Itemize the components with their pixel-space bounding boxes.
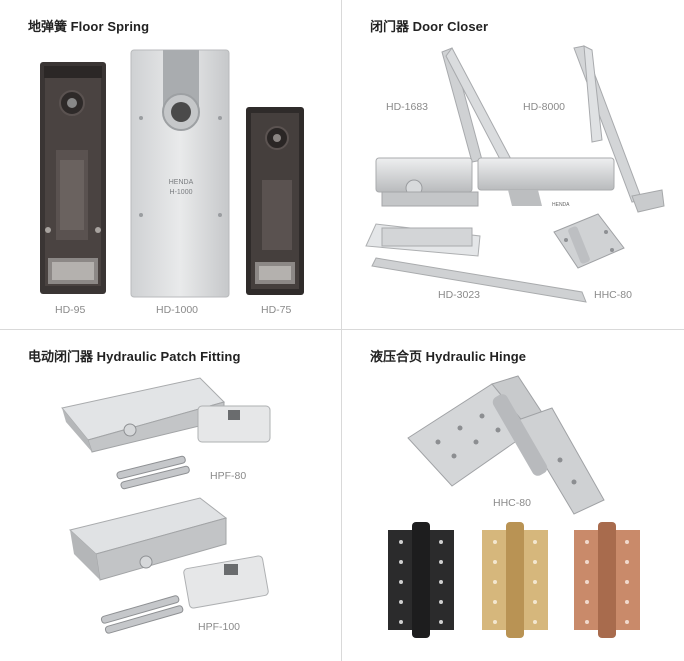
hd1683-image: HENDA <box>375 47 523 207</box>
hd95-image <box>40 62 106 294</box>
door-closer-title: 闭门器 Door Closer <box>370 16 488 35</box>
door-closer-panel: 闭门器 Door Closer HENDA <box>342 0 684 330</box>
hd3023-image <box>365 223 587 303</box>
hpf80-image <box>61 377 271 490</box>
floor-spring-title-cn: 地弹簧 <box>28 20 68 35</box>
floor-spring-title-en: Floor Spring <box>70 19 150 34</box>
patch-fitting-illustration <box>61 377 271 634</box>
door-closer-title-cn: 闭门器 <box>370 20 410 35</box>
door-closer-illustration: HENDA HENDA <box>365 45 665 303</box>
hd75-image <box>246 107 304 295</box>
floor-spring-panel: 地弹簧 Floor Spring <box>0 0 342 330</box>
hinge-rose-gold-image <box>574 522 640 638</box>
hhc80-small-image <box>553 213 625 269</box>
hinge-black-image <box>388 522 454 638</box>
hd8000-image: HENDA <box>477 45 665 213</box>
door-closer-title-en: Door Closer <box>412 19 489 34</box>
floor-spring-title: 地弹簧 Floor Spring <box>28 16 149 35</box>
hd1683-label: HD-1683 <box>386 101 429 113</box>
hydraulic-hinge-title-cn: 液压合页 <box>370 350 423 365</box>
patch-fitting-panel: 电动闭门器 Hydraulic Patch Fitting <box>0 330 342 661</box>
hd8000-brand-text: HENDA <box>552 202 570 208</box>
hydraulic-hinge-title-en: Hydraulic Hinge <box>425 349 527 364</box>
hd1000-image: HENDA H-1000 <box>130 49 230 298</box>
patch-fitting-title-en: Hydraulic Patch Fitting <box>96 349 241 364</box>
hhc80-door-closer-label: HHC-80 <box>594 289 632 301</box>
patch-fitting-title-cn: 电动闭门器 <box>28 350 94 365</box>
hpf100-label: HPF-100 <box>198 621 241 633</box>
hd8000-label: HD-8000 <box>523 101 566 113</box>
hd3023-label: HD-3023 <box>438 289 481 301</box>
hydraulic-hinge-title: 液压合页 Hydraulic Hinge <box>370 346 526 365</box>
hd1000-brand-text: HENDA <box>169 179 194 186</box>
hinge-gold-image <box>482 522 548 638</box>
hhc80-large-image <box>407 375 605 515</box>
hd1000-model-text: H-1000 <box>170 189 193 196</box>
patch-fitting-title: 电动闭门器 Hydraulic Patch Fitting <box>28 346 241 365</box>
hd95-label: HD-95 <box>55 304 86 316</box>
hpf100-image <box>68 497 269 634</box>
hd75-label: HD-75 <box>261 304 292 316</box>
hydraulic-hinge-illustration <box>388 375 640 638</box>
floor-spring-illustration: HENDA H-1000 <box>40 49 304 298</box>
hydraulic-hinge-panel: 液压合页 Hydraulic Hinge <box>342 330 684 661</box>
hpf80-label: HPF-80 <box>210 470 247 482</box>
hd1000-label: HD-1000 <box>156 304 199 316</box>
hhc80-hinge-label: HHC-80 <box>493 497 531 509</box>
